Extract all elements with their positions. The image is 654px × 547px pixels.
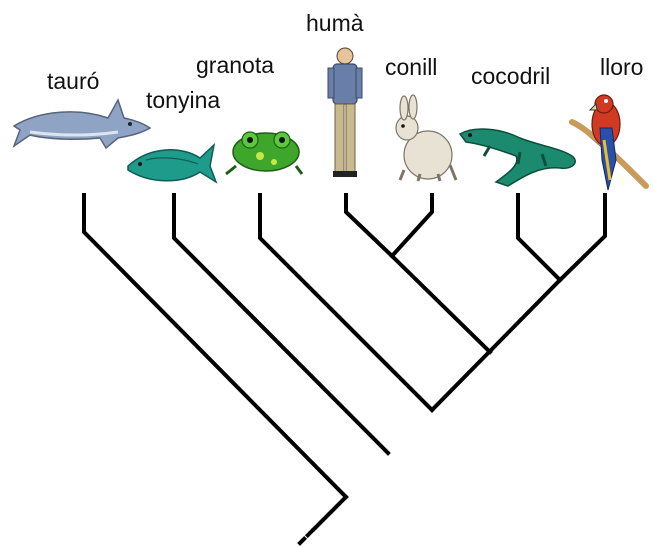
tree-branches [84, 195, 605, 545]
branch-human [346, 195, 392, 256]
branch-root [314, 497, 346, 529]
branch-sauropsids-join [432, 280, 560, 410]
branch-rabbit [392, 195, 432, 256]
branch-frog [260, 195, 432, 410]
tuna-icon [128, 145, 216, 182]
branch-root-dashed [298, 531, 312, 545]
parrot-icon [572, 95, 646, 190]
branch-parrot [560, 195, 605, 280]
shark-icon [14, 100, 150, 148]
branch-tuna [174, 195, 388, 453]
crocodile-icon [460, 129, 575, 186]
frog-icon [226, 132, 302, 174]
human-icon [328, 48, 362, 177]
rabbit-icon [396, 95, 456, 181]
branch-shark [84, 195, 346, 497]
branch-crocodile [518, 195, 560, 280]
branch-mammals [392, 256, 490, 352]
